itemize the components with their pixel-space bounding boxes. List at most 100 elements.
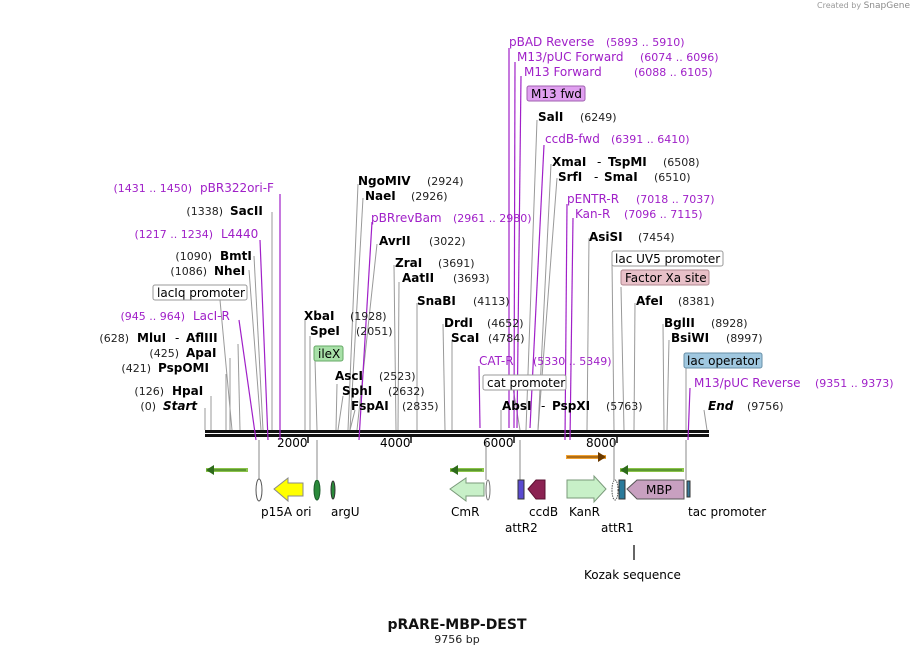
- site-pos: (1090): [175, 250, 212, 263]
- attR2-glyph: [517, 479, 525, 500]
- site-pos: (6508): [663, 156, 700, 169]
- site-pos: (421): [121, 362, 151, 375]
- site-name: AflIII: [186, 331, 218, 345]
- site-pos: (3022): [429, 235, 466, 248]
- kozak-sequence-label: Kozak sequence: [584, 568, 681, 582]
- p15a-ori-label: p15A ori: [261, 505, 312, 519]
- primer-name: LacI-R: [193, 309, 230, 323]
- site-pos: (2051): [356, 325, 393, 338]
- primer-name: pBRrevBam: [371, 211, 442, 225]
- site-pos: (3691): [438, 257, 475, 270]
- site-pos: (2632): [388, 385, 425, 398]
- site-labels-right: SalI (6249) XmaI - TspMI (6508) SrfI - S…: [538, 110, 784, 413]
- cmr-label: CmR: [451, 505, 479, 519]
- cat-promoter-box: [482, 374, 567, 391]
- credit-prefix: Created by: [817, 1, 862, 10]
- site-name: DrdI: [444, 316, 473, 330]
- site-separator: -: [541, 399, 545, 413]
- primer-range: (1217 .. 1234): [134, 228, 213, 241]
- site-name-start: Start: [163, 399, 198, 413]
- cmr-arrow: [449, 477, 485, 502]
- primer-range: (1431 .. 1450): [113, 182, 192, 195]
- factor-xa-site-label: Factor Xa site: [625, 271, 707, 285]
- argU-glyph: [330, 480, 336, 500]
- primer-name: pBR322ori-F: [200, 181, 274, 195]
- site-pos: (2523): [379, 370, 416, 383]
- site-pos: (6510): [654, 171, 691, 184]
- site-pos: (8381): [678, 295, 715, 308]
- lacIq-promoter-box: [152, 284, 248, 301]
- cat-promoter-label: cat promoter: [487, 376, 565, 390]
- feature-labels: p15A ori argU CmR ccdB attR2 KanR attR1 …: [261, 483, 766, 582]
- site-pos: (7454): [638, 231, 675, 244]
- site-separator: -: [594, 170, 598, 184]
- site-name: NaeI: [365, 189, 396, 203]
- primer-name: M13/pUC Forward: [517, 50, 624, 64]
- site-pos: (4784): [488, 332, 525, 345]
- site-pos: (628): [99, 332, 129, 345]
- primer-name: M13/pUC Reverse: [694, 376, 801, 390]
- site-name: ZraI: [395, 256, 422, 270]
- site-name-end: End: [708, 399, 734, 413]
- site-name: AbsI: [502, 399, 531, 413]
- tick-label-6000: 6000: [483, 436, 514, 450]
- primer-range: (6074 .. 6096): [640, 51, 719, 64]
- orange-arrow-right: [566, 452, 606, 462]
- site-separator: -: [175, 331, 179, 345]
- primer-range: (6391 .. 6410): [611, 133, 690, 146]
- site-name: XbaI: [304, 309, 334, 323]
- primer-range: (2961 .. 2980): [453, 212, 532, 225]
- site-labels-left: (0) Start (126) HpaI (421) PspOMI (425) …: [99, 204, 262, 413]
- primer-name: pBAD Reverse: [509, 35, 594, 49]
- site-pos: (4652): [487, 317, 524, 330]
- attr1-label: attR1: [601, 521, 634, 535]
- p15a-ori-glyph: [255, 478, 263, 502]
- m13-fwd-label: M13 fwd: [531, 87, 582, 101]
- tick-label-2000: 2000: [277, 436, 308, 450]
- attR1-glyph: [618, 479, 626, 500]
- primer-labels-middle: pBRrevBam (2961 .. 2980) pBAD Reverse (5…: [371, 35, 719, 368]
- site-name: BmtI: [220, 249, 252, 263]
- site-pos: (2835): [402, 400, 439, 413]
- scale-ticks: [307, 437, 618, 443]
- site-name: FspAI: [351, 399, 389, 413]
- site-name: SalI: [538, 110, 563, 124]
- green-arrow-left-3: [620, 465, 684, 475]
- site-pos: (8928): [711, 317, 748, 330]
- site-name: TspMI: [608, 155, 647, 169]
- lac-uv5-promoter-box: [611, 250, 724, 267]
- site-name: NheI: [214, 264, 245, 278]
- site-name: BsiWI: [671, 331, 709, 345]
- site-name: AscI: [335, 369, 363, 383]
- site-name: XmaI: [552, 155, 586, 169]
- site-name: NgoMIV: [358, 174, 411, 188]
- primer-range: (9351 .. 9373): [815, 377, 894, 390]
- site-pos: (9756): [747, 400, 784, 413]
- cat-promoter-glyph: [485, 479, 491, 501]
- primer-name: ccdB-fwd: [545, 132, 600, 146]
- primer-range: (5893 .. 5910): [606, 36, 685, 49]
- primer-name: M13 Forward: [524, 65, 602, 79]
- site-pos: (0): [140, 400, 156, 413]
- site-pos: (2926): [411, 190, 448, 203]
- tac-promoter-glyph: [686, 480, 691, 498]
- primer-range: (7018 .. 7037): [636, 193, 715, 206]
- site-name: AfeI: [636, 294, 663, 308]
- argu-label: argU: [331, 505, 359, 519]
- lac-operator-label: lac operator: [687, 354, 760, 368]
- kanr-label: KanR: [569, 505, 600, 519]
- site-name: SmaI: [604, 170, 638, 184]
- feature-glyphs: [255, 440, 691, 560]
- primer-name: pENTR-R: [567, 192, 619, 206]
- site-name: HpaI: [172, 384, 203, 398]
- m13-fwd-box: [526, 85, 586, 102]
- green-arrow-left-1: [206, 465, 248, 475]
- ileX-label: ileX: [318, 347, 340, 361]
- kanr-arrow: [566, 474, 607, 504]
- site-name: PspXI: [552, 399, 590, 413]
- mbp-arrow: [626, 479, 685, 500]
- ccdb-arrow: [527, 479, 546, 500]
- site-name: SnaBI: [417, 294, 456, 308]
- site-pos: (1928): [350, 310, 387, 323]
